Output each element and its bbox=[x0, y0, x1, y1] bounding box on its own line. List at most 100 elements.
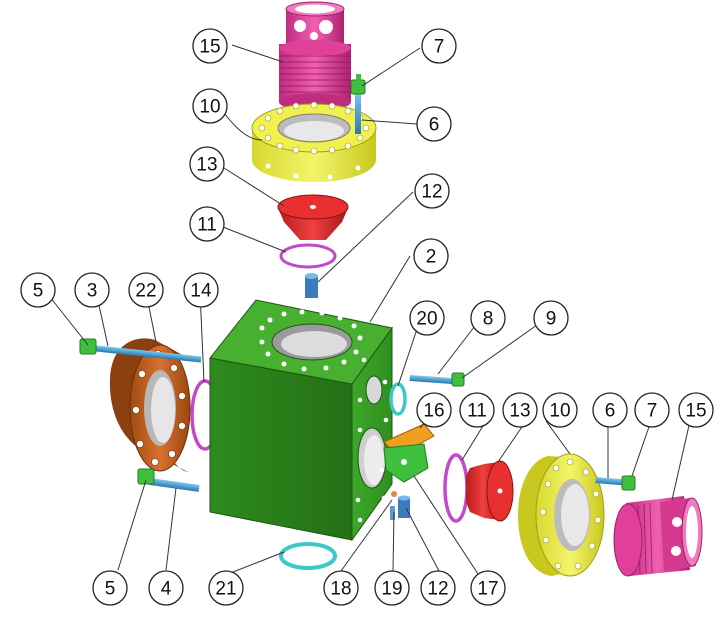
callout-circle bbox=[416, 392, 452, 428]
callout-circle bbox=[192, 28, 228, 64]
callout-11: 11 bbox=[459, 392, 495, 428]
callout-13: 13 bbox=[502, 392, 538, 428]
callout-15: 15 bbox=[192, 28, 228, 64]
stud-bolt-right-flange bbox=[595, 475, 636, 491]
callout-circle bbox=[20, 272, 56, 308]
bonnet-cap-top bbox=[277, 194, 349, 240]
callout-20: 20 bbox=[409, 300, 445, 336]
callout-8: 8 bbox=[470, 300, 506, 336]
callout-label: 22 bbox=[135, 281, 156, 302]
stud-bolt-top bbox=[350, 74, 366, 134]
valve-body bbox=[209, 299, 393, 542]
callout-3: 3 bbox=[74, 272, 110, 308]
pin-top bbox=[305, 273, 318, 298]
callout-circle bbox=[74, 272, 110, 308]
callout-4: 4 bbox=[148, 570, 184, 606]
callout-circle bbox=[421, 28, 457, 64]
callout-15: 15 bbox=[678, 392, 714, 428]
callout-label: 14 bbox=[190, 281, 212, 302]
callout-label: 8 bbox=[483, 309, 494, 330]
callout-label: 12 bbox=[427, 579, 448, 600]
callout-label: 15 bbox=[685, 401, 706, 422]
callout-6: 6 bbox=[416, 106, 452, 142]
callout-circle bbox=[502, 392, 538, 428]
bonnet-top bbox=[279, 1, 351, 111]
callout-label: 11 bbox=[467, 401, 487, 422]
callout-circle bbox=[374, 570, 410, 606]
callout-14: 14 bbox=[183, 272, 219, 308]
callout-circle bbox=[128, 272, 164, 308]
callout-label: 17 bbox=[477, 579, 498, 600]
callout-10: 10 bbox=[192, 88, 228, 124]
callout-22: 22 bbox=[128, 272, 164, 308]
callout-circle bbox=[542, 392, 578, 428]
callout-label: 4 bbox=[161, 579, 172, 600]
stud-bolt-right bbox=[409, 372, 465, 387]
callout-circle bbox=[189, 206, 225, 242]
callout-circle bbox=[189, 146, 225, 182]
callout-label: 9 bbox=[546, 309, 557, 330]
callout-circle bbox=[420, 570, 456, 606]
flange-right bbox=[518, 453, 605, 577]
callout-5: 5 bbox=[92, 570, 128, 606]
callout-circle bbox=[533, 300, 569, 336]
callout-circle bbox=[92, 570, 128, 606]
bonnet-cap-right bbox=[466, 460, 514, 522]
stud-bolt-left-lower bbox=[137, 468, 200, 492]
callout-label: 13 bbox=[509, 401, 530, 422]
callout-label: 5 bbox=[33, 281, 44, 302]
callout-17: 17 bbox=[470, 570, 506, 606]
callout-circle bbox=[416, 106, 452, 142]
callout-13: 13 bbox=[189, 146, 225, 182]
callout-7: 7 bbox=[421, 28, 457, 64]
pin-bottom bbox=[390, 495, 410, 520]
o-ring-side bbox=[389, 382, 407, 416]
callout-circle bbox=[470, 570, 506, 606]
callout-label: 3 bbox=[87, 281, 98, 302]
callout-12: 12 bbox=[420, 570, 456, 606]
callout-label: 6 bbox=[605, 401, 616, 422]
callout-21: 21 bbox=[208, 570, 244, 606]
stud-bolt-left-upper bbox=[79, 338, 202, 363]
flange-left bbox=[109, 338, 191, 472]
callout-label: 7 bbox=[647, 401, 658, 422]
callout-circle bbox=[148, 570, 184, 606]
callout-16: 16 bbox=[416, 392, 452, 428]
callout-circle bbox=[183, 272, 219, 308]
flange-top bbox=[251, 101, 377, 182]
callout-label: 7 bbox=[434, 37, 445, 58]
callout-circle bbox=[414, 173, 450, 209]
callout-circle bbox=[208, 570, 244, 606]
callout-label: 15 bbox=[199, 37, 220, 58]
bonnet-right bbox=[613, 496, 703, 577]
callout-label: 18 bbox=[330, 579, 351, 600]
callout-11: 11 bbox=[189, 206, 225, 242]
callout-label: 11 bbox=[197, 215, 217, 236]
callout-circle bbox=[459, 392, 495, 428]
ball bbox=[391, 491, 397, 497]
callout-circle bbox=[409, 300, 445, 336]
callout-label: 6 bbox=[429, 115, 440, 136]
callout-label: 10 bbox=[549, 401, 570, 422]
callout-circle bbox=[592, 392, 628, 428]
callout-9: 9 bbox=[533, 300, 569, 336]
callout-circle bbox=[470, 300, 506, 336]
callout-19: 19 bbox=[374, 570, 410, 606]
callout-2: 2 bbox=[413, 238, 449, 274]
callout-label: 10 bbox=[199, 97, 220, 118]
callout-circle bbox=[678, 392, 714, 428]
callout-5: 5 bbox=[20, 272, 56, 308]
callout-label: 2 bbox=[426, 247, 437, 268]
callout-label: 5 bbox=[105, 579, 116, 600]
callout-label: 20 bbox=[416, 309, 437, 330]
o-ring-bottom bbox=[279, 542, 337, 570]
o-ring-right bbox=[443, 453, 469, 523]
bracket bbox=[383, 423, 435, 483]
callout-10: 10 bbox=[542, 392, 578, 428]
callout-label: 21 bbox=[215, 579, 236, 600]
callout-circle bbox=[323, 570, 359, 606]
callout-circle bbox=[192, 88, 228, 124]
callout-label: 19 bbox=[381, 579, 402, 600]
callout-label: 13 bbox=[196, 155, 217, 176]
